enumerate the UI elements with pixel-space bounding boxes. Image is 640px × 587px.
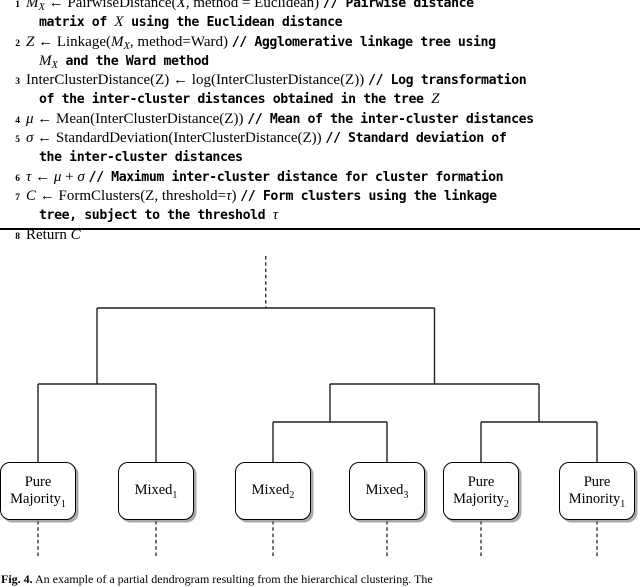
code-segment: σ (26, 130, 34, 147)
code-segment: // Log transformation (367, 73, 527, 89)
code-segment: using the Euclidean distance (123, 15, 343, 31)
line-number: 1 (15, 0, 20, 10)
code-segment: // Mean of the inter-cluster distances (247, 111, 534, 127)
code-segment: σ (77, 168, 85, 185)
code-segment: , method=Ward) (129, 33, 232, 50)
leaf-subscript: 3 (403, 490, 409, 502)
code-segment: tree, subject to the threshold (39, 208, 273, 224)
code-segment: X (51, 59, 58, 71)
leaf-box: Mixed3 (349, 462, 425, 520)
algorithm-line: MX and the Ward method (0, 51, 640, 71)
code-segment: M (26, 0, 39, 11)
code-segment: X (176, 0, 186, 11)
code-segment: ← StandardDeviation(InterClusterDistance… (33, 130, 326, 147)
leaf-subscript: 1 (60, 498, 66, 510)
code-segment: the inter-cluster distances (39, 150, 243, 166)
code-segment: M (110, 33, 124, 50)
algorithm-line: 8 Return C (0, 225, 640, 244)
algorithm-line: 3 InterClusterDistance(Z) ← log(InterClus… (0, 70, 640, 89)
code-segment: ) (231, 187, 241, 204)
line-number: 6 (15, 173, 20, 184)
code-segment: of the inter-cluster distances obtained … (39, 92, 432, 108)
code-segment: Z (26, 33, 35, 50)
code-segment: // Maximum inter-cluster distance for cl… (88, 169, 504, 185)
caption-text: An example of a partial dendrogram resul… (32, 572, 433, 586)
code-segment: // Pairwise distance (322, 0, 474, 11)
leaf-label-line: Pure (467, 473, 495, 490)
leaf-label-line: Pure (583, 473, 611, 490)
algorithm-bottom-rule (0, 228, 640, 230)
code-segment: μ (26, 110, 34, 127)
code-segment: InterClusterDistance(Z) ← log(InterClust… (26, 72, 368, 89)
leaf-box: Mixed1 (118, 462, 194, 520)
algorithm-line: the inter-cluster distances (0, 147, 640, 166)
line-number: 5 (15, 135, 20, 146)
code-segment: τ (26, 168, 32, 185)
code-segment: // Agglomerative linkage tree using (231, 34, 496, 50)
code-segment: X (114, 14, 124, 31)
code-segment: , method = Euclidean) (185, 0, 323, 11)
line-number: 2 (15, 38, 20, 49)
leaf-box: Mixed2 (235, 462, 311, 520)
code-segment: ← FormClusters(Z, threshold= (36, 187, 227, 204)
caption-label: Fig. 4. (1, 572, 33, 586)
code-segment: ← (31, 168, 54, 185)
code-segment: M (39, 52, 52, 69)
leaf-label-line: Mixed2 (251, 482, 295, 502)
leaf-subscript: 2 (289, 490, 295, 502)
code-segment: Return (26, 226, 71, 243)
code-segment: // Standard deviation of (325, 131, 507, 147)
line-number: 3 (15, 77, 20, 88)
code-segment: and the Ward method (57, 53, 209, 69)
line-number: 7 (15, 192, 20, 203)
code-segment: ← Linkage( (34, 33, 111, 50)
leaf-label-line: Majority1 (10, 491, 66, 510)
leaf-label-line: Minority1 (568, 491, 626, 510)
code-segment: // Form clusters using the linkage (240, 188, 497, 204)
leaf-subscript: 1 (172, 490, 178, 502)
code-segment: C (70, 226, 81, 243)
algorithm-line: matrix of X using the Euclidean distance (0, 12, 640, 31)
code-segment: μ (53, 168, 62, 185)
code-segment: ← PairwiseDistance( (44, 0, 177, 11)
line-number: 4 (15, 115, 20, 126)
line-number: 8 (15, 231, 20, 242)
code-segment: τ (272, 207, 279, 224)
algorithm-line: tree, subject to the threshold τ (0, 205, 640, 224)
code-segment: X (123, 40, 130, 52)
code-segment: matrix of (39, 15, 115, 31)
leaf-label-line: Mixed1 (134, 482, 178, 502)
leaf-label-line: Mixed3 (365, 482, 409, 502)
leaf-label-line: Pure (24, 473, 52, 490)
algorithm-line: of the inter-cluster distances obtained … (0, 89, 640, 108)
code-segment: + (61, 168, 78, 185)
code-segment: ← Mean(InterClusterDistance(Z)) (33, 110, 248, 127)
code-segment: τ (226, 187, 232, 204)
code-segment: C (26, 187, 37, 204)
code-segment: Z (431, 91, 440, 108)
leaf-subscript: 1 (620, 498, 626, 510)
leaf-subscript: 2 (503, 498, 509, 510)
leaf-label-line: Majority2 (453, 491, 509, 510)
figure-caption: Fig. 4. An example of a partial dendrogr… (1, 572, 640, 587)
code-segment: X (38, 2, 45, 13)
